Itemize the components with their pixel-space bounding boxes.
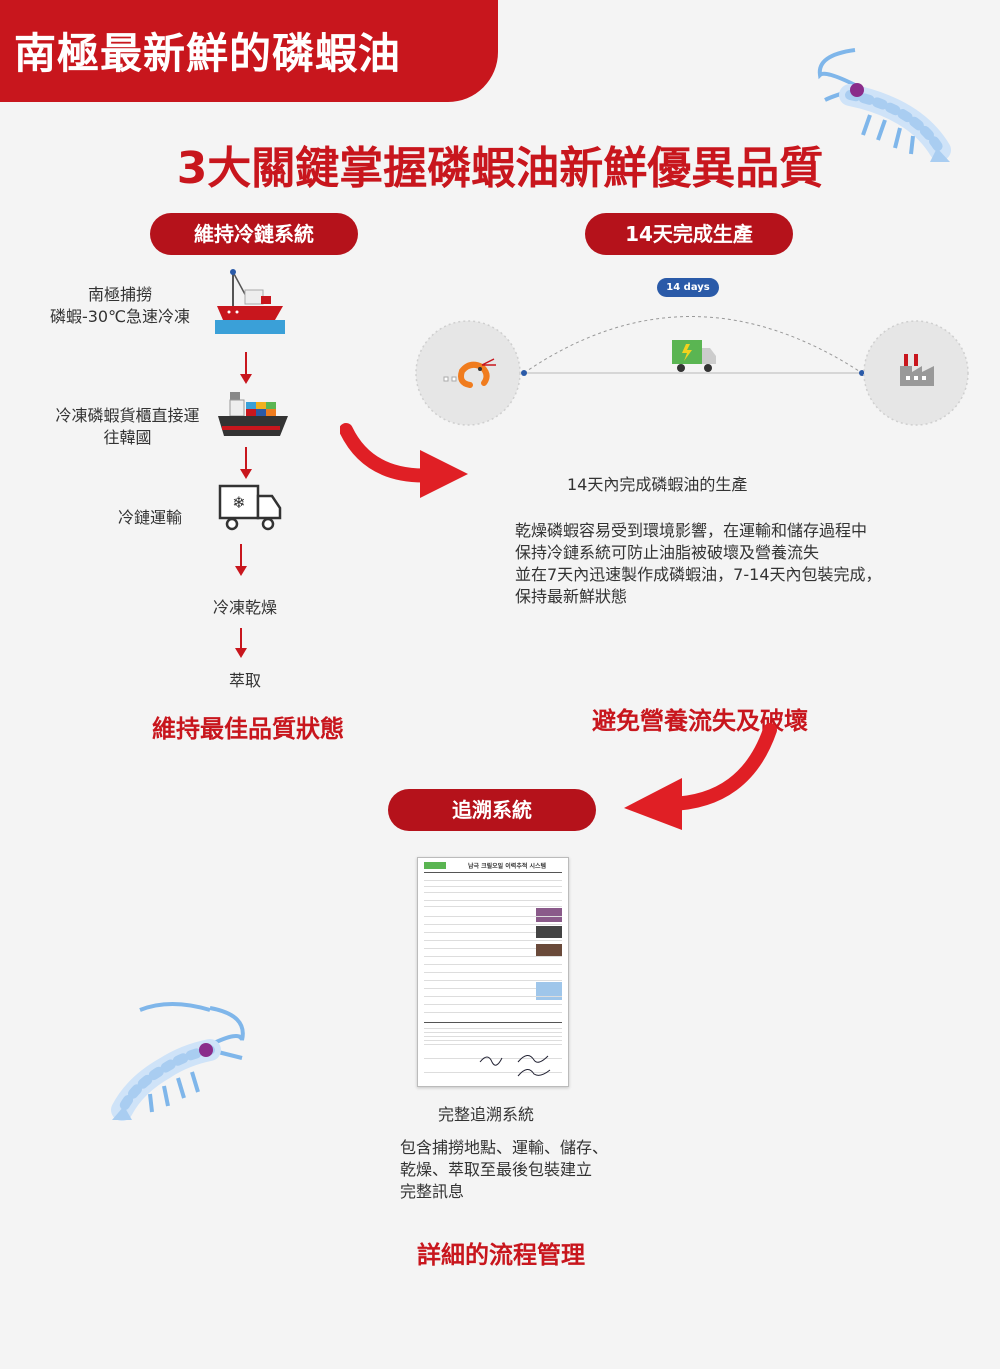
shrimp-icon <box>443 358 496 388</box>
doc-logo <box>424 862 446 869</box>
flow-arrow <box>240 352 252 384</box>
container-ship-icon <box>218 392 288 436</box>
svg-text:❄: ❄ <box>232 493 245 512</box>
days-badge: 14 days <box>657 278 719 297</box>
step-freeze: 磷蝦-30℃急速冷凍 <box>49 307 191 326</box>
factory-icon <box>900 354 934 386</box>
production-lead: 14天內完成磷蝦油的生產 <box>567 475 748 494</box>
fishing-boat-icon <box>215 269 285 334</box>
production-pill: 14天完成生產 <box>585 213 793 255</box>
title-banner <box>0 0 498 102</box>
curved-arrow-icon <box>340 423 468 498</box>
step-ship: 冷凍磷蝦貨櫃直接運 <box>55 406 200 425</box>
trace-document: 남극 크릴오일 이력추적 시스템 <box>417 857 569 1087</box>
page-title: 南極最新鮮的磷蝦油 <box>14 29 402 78</box>
shrimp-icon <box>111 1002 245 1121</box>
cold-chain-pill: 維持冷鏈系統 <box>150 213 358 255</box>
step-cold-transport: 冷鏈運輸 <box>117 508 182 527</box>
step-catch: 南極捕撈 <box>87 285 152 304</box>
step-freeze-dry: 冷凍乾燥 <box>212 598 277 617</box>
trace-lead: 完整追溯系統 <box>438 1105 535 1124</box>
flow-arrow <box>240 447 252 479</box>
shrimp-icon <box>817 48 951 162</box>
production-text: 乾燥磷蝦容易受到環境影響，在運輸和儲存過程中 保持冷鏈系統可防止油脂被破壞及營養… <box>515 521 882 606</box>
trace-pill: 追溯系統 <box>388 789 596 831</box>
headline: 3大關鍵掌握磷蝦油新鮮優異品質 <box>176 143 824 194</box>
flow-arrow <box>235 544 247 576</box>
trace-subhead: 詳細的流程管理 <box>417 1241 585 1269</box>
signature-icon <box>479 1055 551 1077</box>
delivery-truck-icon <box>672 340 716 372</box>
step-extract: 萃取 <box>228 671 261 690</box>
curved-arrow-icon <box>624 723 777 830</box>
step-ship-dest: 往韓國 <box>103 428 152 447</box>
cold-chain-subhead: 維持最佳品質狀態 <box>152 715 344 743</box>
doc-title: 남극 크릴오일 이력추적 시스템 <box>467 863 547 870</box>
trace-text: 包含捕撈地點、運輸、儲存、 乾燥、萃取至最後包裝建立 完整訊息 <box>400 1138 609 1201</box>
flow-arrow <box>235 628 247 658</box>
refrigerated-truck-icon: ❄ <box>218 484 282 531</box>
